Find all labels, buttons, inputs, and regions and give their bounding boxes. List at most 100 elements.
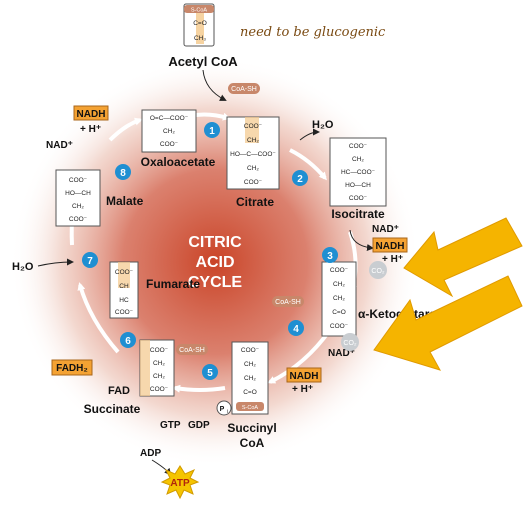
svg-text:COO⁻: COO⁻	[150, 386, 169, 393]
nadh-box-3	[372, 237, 408, 253]
nadh-label-8: NADH	[77, 109, 106, 120]
gdp-label: GDP	[188, 420, 210, 431]
svg-text:HO—CH: HO—CH	[65, 190, 91, 197]
fad-label: FAD	[108, 385, 130, 397]
svg-text:CH₂: CH₂	[333, 295, 345, 302]
annotation-arrow-lower	[373, 275, 523, 371]
svg-text:CH₂: CH₂	[163, 128, 175, 135]
step-badges: 1 2 3 4 5 6 7 8	[82, 122, 338, 380]
svg-text:COO⁻: COO⁻	[349, 143, 368, 150]
citrate-label: Citrate	[236, 195, 274, 209]
succinyl-coa-label-1: Succinyl	[227, 421, 276, 435]
alpha-ketoglutarate-structure: COO⁻ CH₂ CH₂ C=O COO⁻	[321, 261, 357, 337]
svg-text:COO⁻: COO⁻	[160, 141, 179, 148]
h2o-label-left: H₂O	[12, 261, 34, 273]
acetyl-coa-structure: S-CoA C=O CH₃	[183, 3, 215, 47]
cycle-background-glow	[10, 57, 420, 467]
coa-sh-pill-4	[272, 296, 304, 307]
co2-bubble-4	[341, 333, 359, 351]
step-badge-7	[82, 252, 98, 268]
coa-sh-label-1: CoA-SH	[231, 86, 257, 93]
step-badge-2	[292, 170, 308, 186]
atp-burst	[160, 465, 200, 500]
center-title-line-2: ACID	[195, 254, 234, 271]
pi-label: P	[220, 406, 225, 413]
isocitrate-structure: COO⁻ CH₂ HC—COO⁻ HO—CH COO⁻	[329, 137, 387, 207]
nadh-label-3: NADH	[376, 241, 405, 252]
oxaloacetate-label: Oxaloacetate	[141, 155, 216, 169]
h-plus-label-8: + H⁺	[80, 124, 101, 135]
center-title-line-1: CITRIC	[188, 234, 242, 251]
step-number-4: 4	[293, 324, 299, 335]
citrate-structure: COO⁻ CH₂ HO—C—COO⁻ CH₂ COO⁻	[226, 116, 280, 190]
malate-label: Malate	[106, 194, 144, 208]
succinate-label: Succinate	[84, 402, 141, 416]
acetyl-s-coa-label: S-CoA	[191, 8, 208, 14]
succinyl-coa-structure: COO⁻ CH₂ CH₂ C=O S-CoA	[231, 341, 269, 415]
nad-label-8: NAD⁺	[46, 140, 73, 151]
annotation-arrow-upper	[403, 217, 523, 298]
gtp-label: GTP	[160, 420, 181, 431]
svg-text:CH₃: CH₃	[194, 35, 206, 42]
step-number-1: 1	[209, 126, 215, 137]
step-number-7: 7	[87, 256, 93, 267]
svg-text:COO⁻: COO⁻	[69, 177, 88, 184]
succinyl-coa-label-2: CoA	[240, 436, 265, 450]
co2-label-4: CO₂	[343, 340, 357, 347]
svg-text:COO⁻: COO⁻	[241, 347, 260, 354]
nad-label-3: NAD⁺	[372, 224, 399, 235]
svg-text:CH₂: CH₂	[247, 137, 259, 144]
center-title-line-3: CYCLE	[188, 274, 243, 291]
adp-label: ADP	[140, 448, 161, 459]
svg-text:CH₂: CH₂	[352, 156, 364, 163]
succinate-structure: COO⁻ CH₂ CH₂ COO⁻	[139, 339, 175, 397]
step-number-2: 2	[297, 174, 303, 185]
malate-structure: COO⁻ HO—CH CH₂ COO⁻	[55, 169, 101, 227]
acetyl-coa-label: Acetyl CoA	[168, 54, 238, 69]
isocitrate-label: Isocitrate	[331, 207, 385, 221]
fumarate-label: Fumarate	[146, 277, 200, 291]
co2-label-3: CO₂	[371, 268, 385, 275]
coa-sh-pill-5	[176, 344, 208, 355]
step-number-5: 5	[207, 368, 213, 379]
step-badge-5	[202, 364, 218, 380]
pi-bubble	[216, 400, 232, 416]
svg-text:COO⁻: COO⁻	[244, 179, 263, 186]
svg-text:COO⁻: COO⁻	[115, 309, 134, 316]
step-badge-8	[115, 164, 131, 180]
fadh2-box	[51, 359, 93, 376]
svg-text:CH₂: CH₂	[72, 203, 84, 210]
svg-text:COO⁻: COO⁻	[69, 216, 88, 223]
svg-text:CH₂: CH₂	[153, 373, 165, 380]
step-number-8: 8	[120, 168, 126, 179]
svg-text:CH₂: CH₂	[247, 165, 259, 172]
h-plus-label-4: + H⁺	[292, 384, 313, 395]
svg-text:HC—COO⁻: HC—COO⁻	[341, 169, 376, 176]
svg-text:CH₂: CH₂	[244, 361, 256, 368]
oxaloacetate-structure: O=C—COO⁻ CH₂ COO⁻	[141, 109, 197, 153]
atp-label: ATP	[170, 478, 190, 489]
svg-text:COO⁻: COO⁻	[330, 323, 349, 330]
step-badge-4	[288, 320, 304, 336]
nad-label-4: NAD⁺	[328, 348, 355, 359]
step-badge-6	[120, 332, 136, 348]
co2-bubble-3	[369, 261, 387, 279]
step-badge-3	[322, 247, 338, 263]
svg-text:COO⁻: COO⁻	[349, 195, 368, 202]
svg-text:O=C—COO⁻: O=C—COO⁻	[150, 115, 189, 122]
fadh2-label: FADH₂	[56, 363, 88, 374]
h-plus-label-3: + H⁺	[382, 254, 403, 265]
nadh-box-4	[286, 367, 322, 383]
svg-text:COO⁻: COO⁻	[150, 347, 169, 354]
step-number-3: 3	[327, 251, 333, 262]
succinyl-s-coa-label: S-CoA	[242, 405, 259, 411]
nadh-box-8	[73, 105, 109, 121]
center-title: CITRIC ACID CYCLE	[188, 234, 243, 291]
step-badge-1	[204, 122, 220, 138]
pi-sub-label: i	[227, 409, 228, 415]
coa-sh-pill-1	[228, 83, 260, 94]
coa-sh-label-4: CoA-SH	[275, 299, 301, 306]
nadh-label-4: NADH	[290, 371, 319, 382]
svg-text:COO⁻: COO⁻	[330, 267, 349, 274]
coa-sh-label-5: CoA-SH	[179, 347, 205, 354]
